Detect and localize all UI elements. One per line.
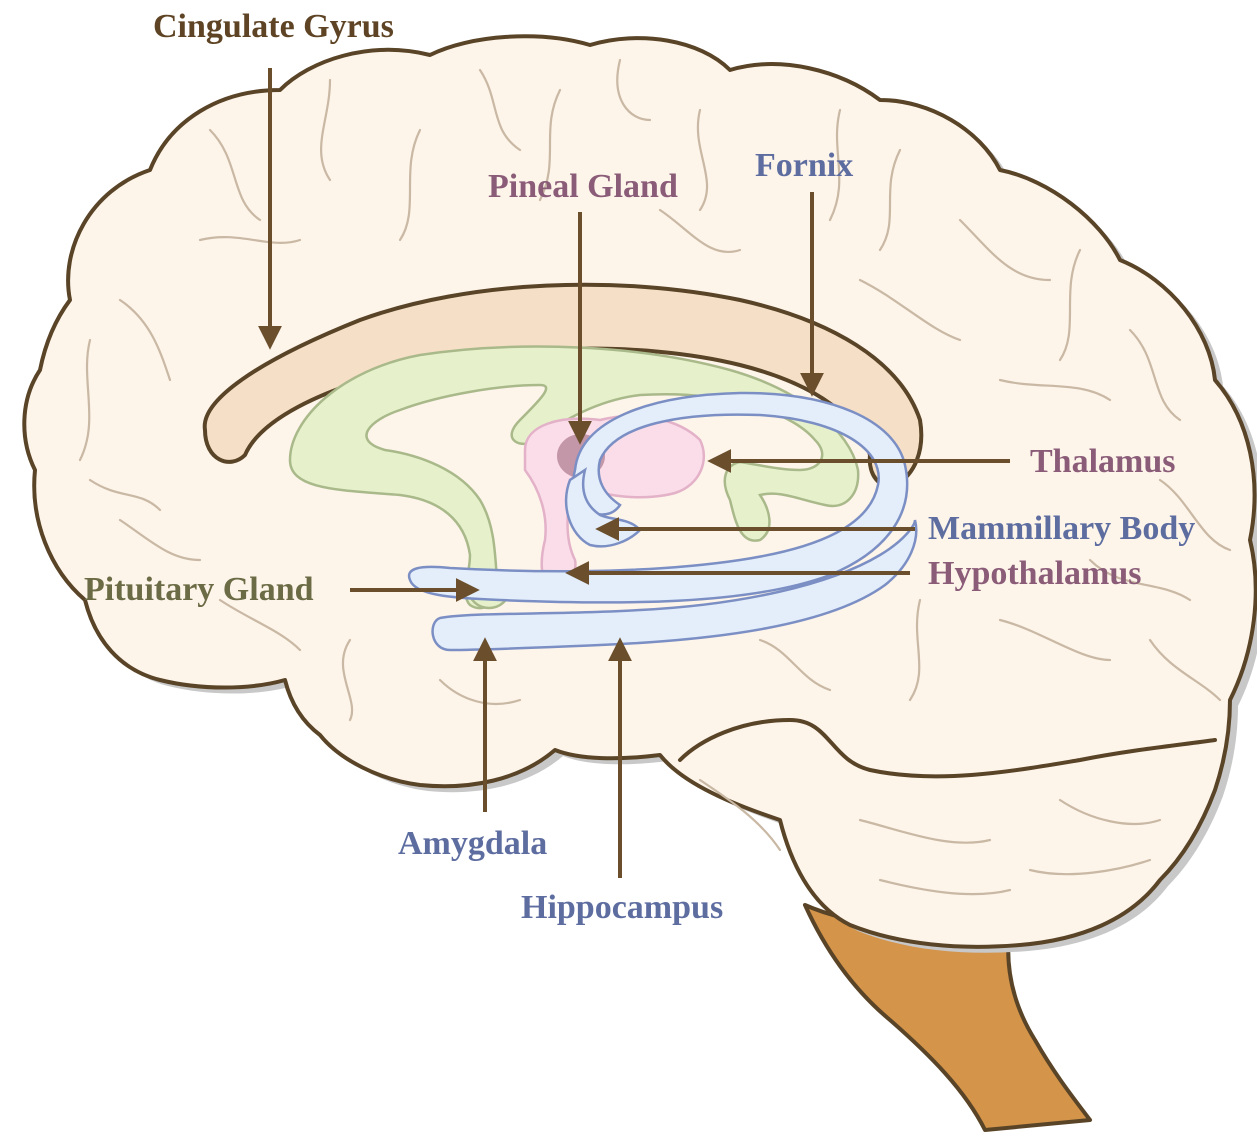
label-cingulate-gyrus: Cingulate Gyrus xyxy=(153,8,394,45)
label-mammillary-body: Mammillary Body xyxy=(928,510,1195,547)
label-pineal-gland: Pineal Gland xyxy=(488,168,678,205)
label-fornix: Fornix xyxy=(755,147,853,184)
label-hypothalamus: Hypothalamus xyxy=(928,555,1142,592)
label-amygdala: Amygdala xyxy=(398,825,547,862)
label-pituitary-gland: Pituitary Gland xyxy=(84,571,314,608)
label-hippocampus: Hippocampus xyxy=(521,889,723,926)
label-thalamus: Thalamus xyxy=(1030,443,1176,480)
